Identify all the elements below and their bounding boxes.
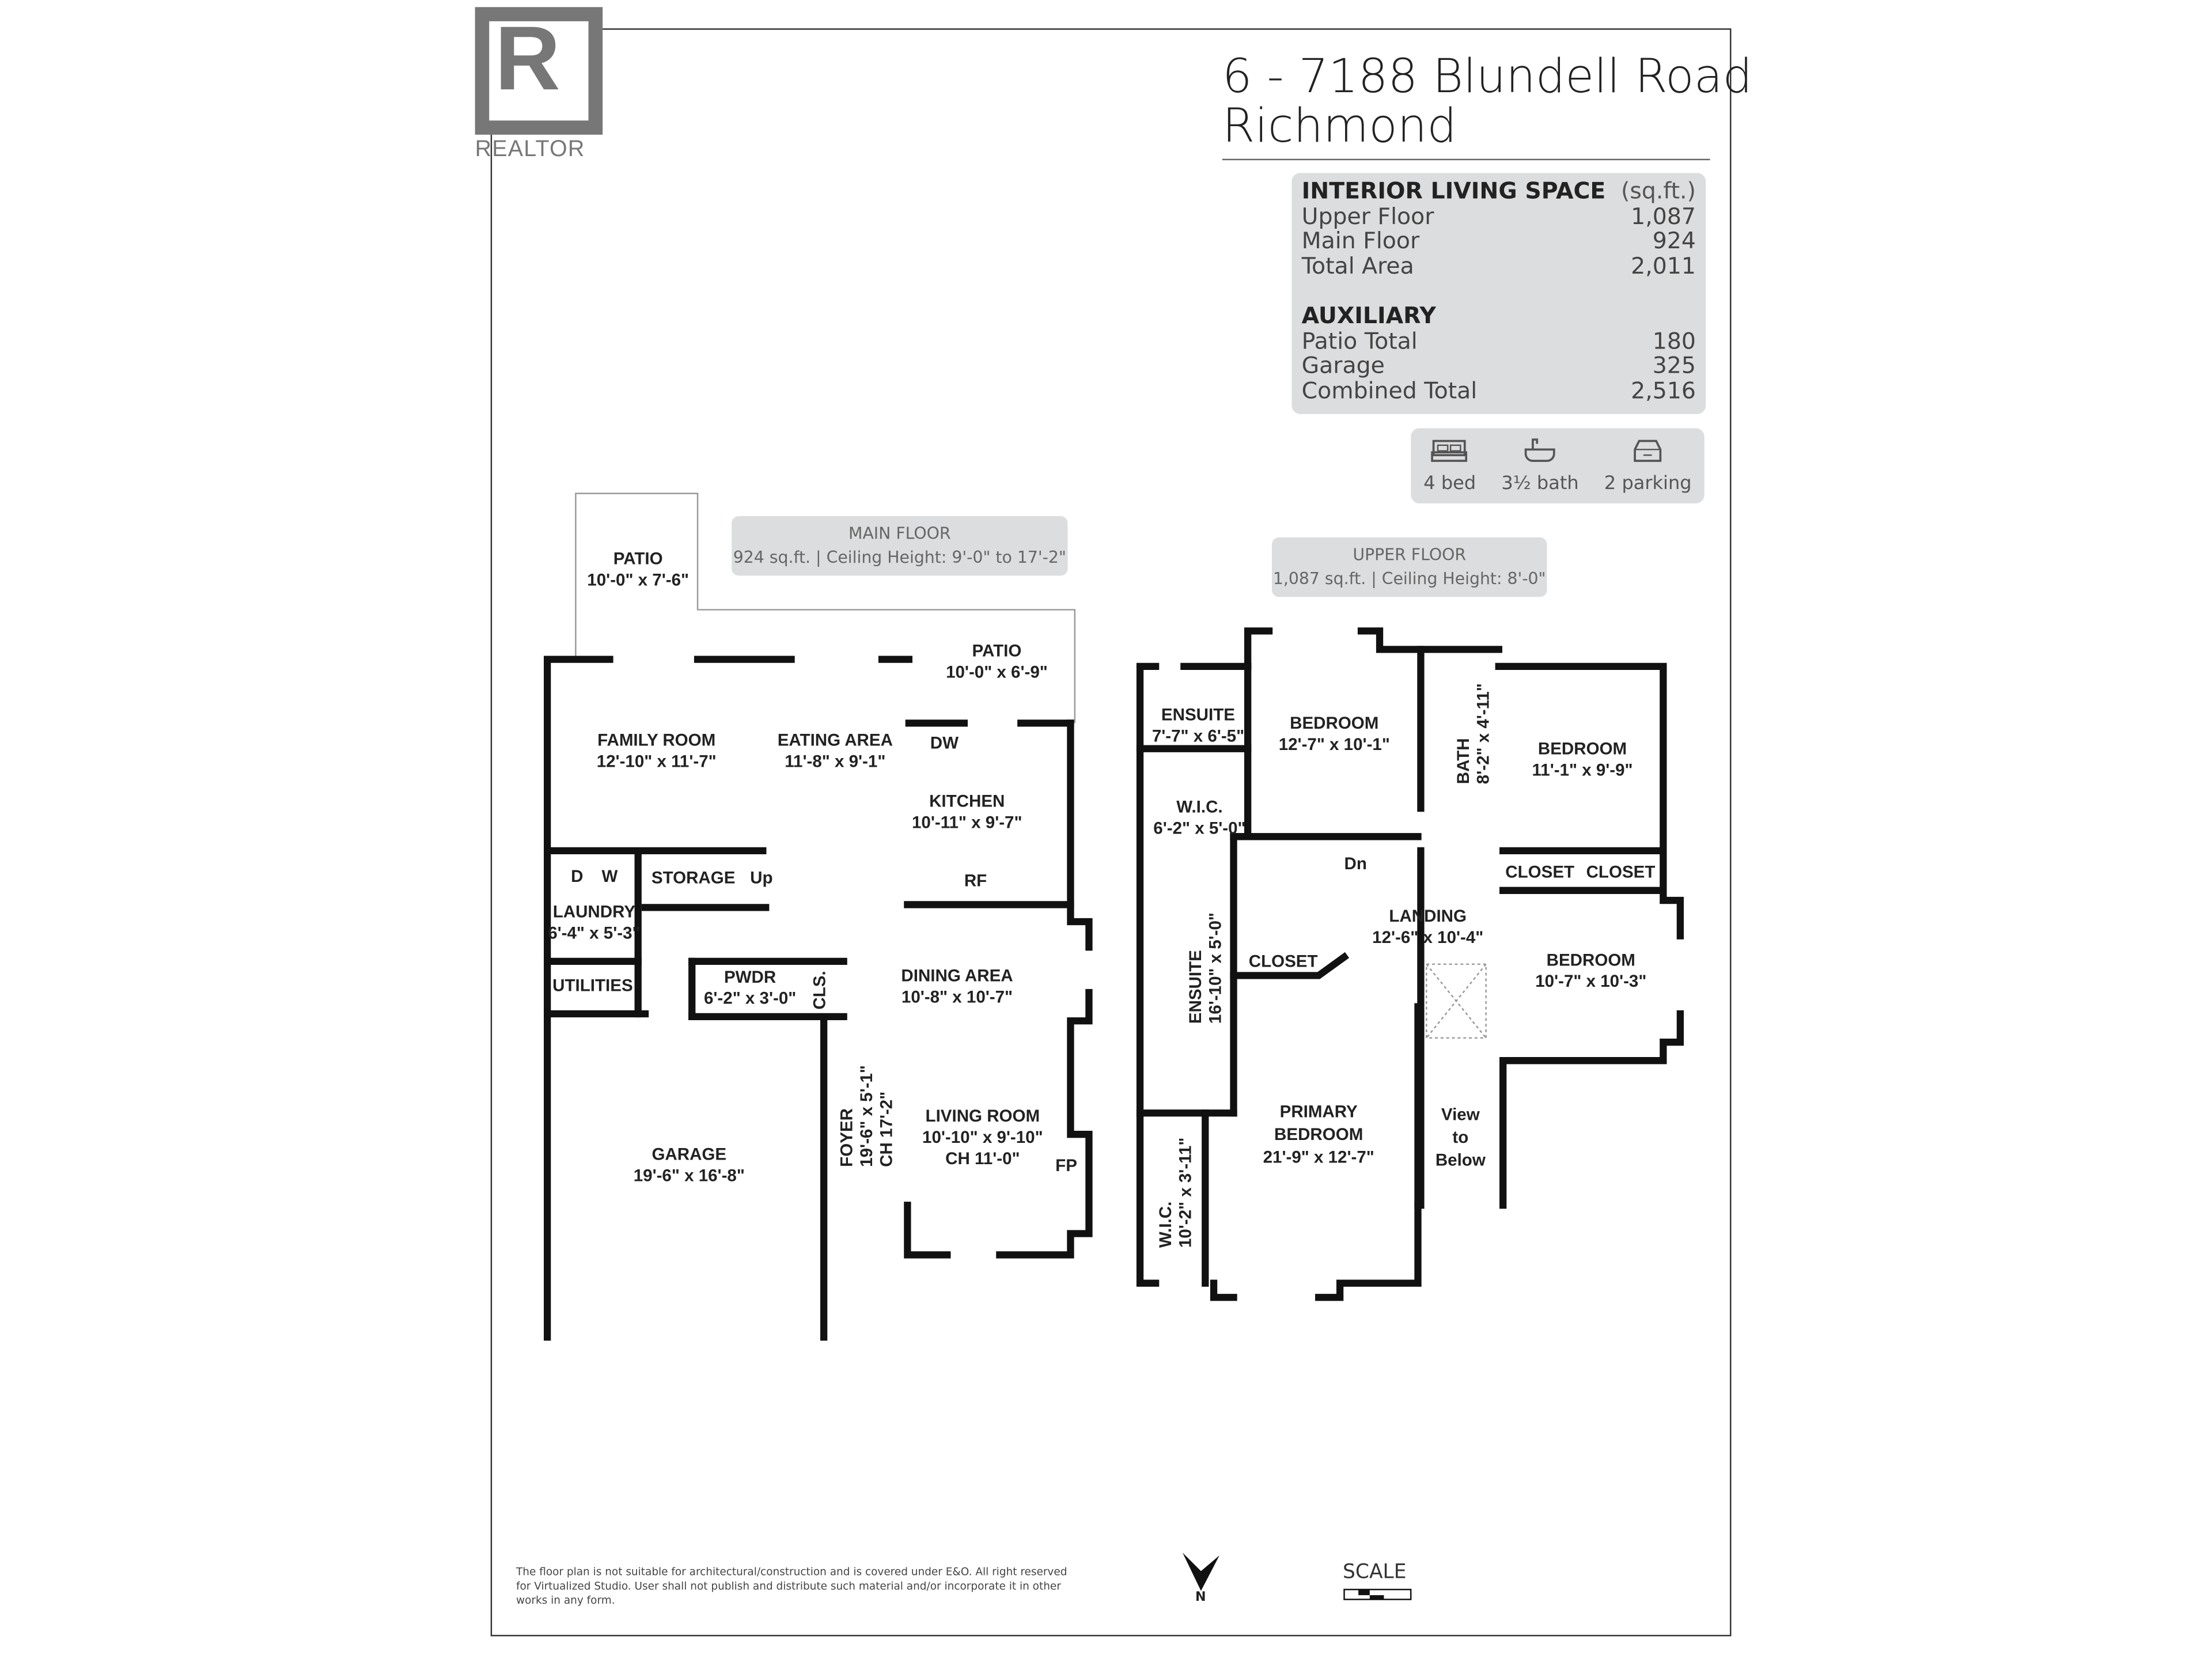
stairs-up-label: Up <box>750 868 773 888</box>
scale-bar-icon <box>1343 1589 1412 1600</box>
view-to-below: View to Below <box>1435 1104 1486 1170</box>
features-box: 4 bed 3½ bath 2 parking <box>1411 428 1705 503</box>
fixture-fridge: RF <box>964 870 987 891</box>
car-icon <box>1634 440 1662 462</box>
divider <box>1222 158 1710 161</box>
room-wic-2: W.I.C.10'-2" x 3'-11" <box>1156 1137 1196 1248</box>
stairs-down-label: Dn <box>1344 853 1367 874</box>
room-storage: STORAGE <box>651 868 736 888</box>
area-summary: INTERIOR LIVING SPACE(sq.ft.) Upper Floo… <box>1291 173 1706 414</box>
north-label: N <box>1195 1590 1206 1605</box>
fixture-dishwasher: DW <box>930 733 959 753</box>
feature-beds: 4 bed <box>1423 437 1476 503</box>
bathtub-icon <box>1525 438 1555 462</box>
fixture-washer: W <box>601 866 618 887</box>
scale-label: SCALE <box>1343 1561 1407 1584</box>
feature-baths: 3½ bath <box>1501 437 1579 503</box>
room-closet-2: CLOSET <box>1586 862 1656 882</box>
feature-parking: 2 parking <box>1604 437 1692 503</box>
room-closet-3: CLOSET <box>1248 951 1318 972</box>
north-arrow-icon <box>1182 1552 1219 1591</box>
fireplace-label: FP <box>1055 1156 1077 1176</box>
room-closet-1: CLOSET <box>1505 862 1575 882</box>
realtor-logo: R REALTOR <box>475 7 617 163</box>
room-wic-1: W.I.C.6'-2" x 5'-0" <box>1153 797 1246 838</box>
fixture-dryer: D <box>571 866 584 887</box>
closet-label: CLS. <box>809 971 830 1010</box>
disclaimer: The floor plan is not suitable for archi… <box>516 1565 1067 1607</box>
room-utilities: UTILITIES <box>552 975 633 995</box>
page-frame <box>490 28 1732 1637</box>
bed-icon <box>1431 440 1468 462</box>
